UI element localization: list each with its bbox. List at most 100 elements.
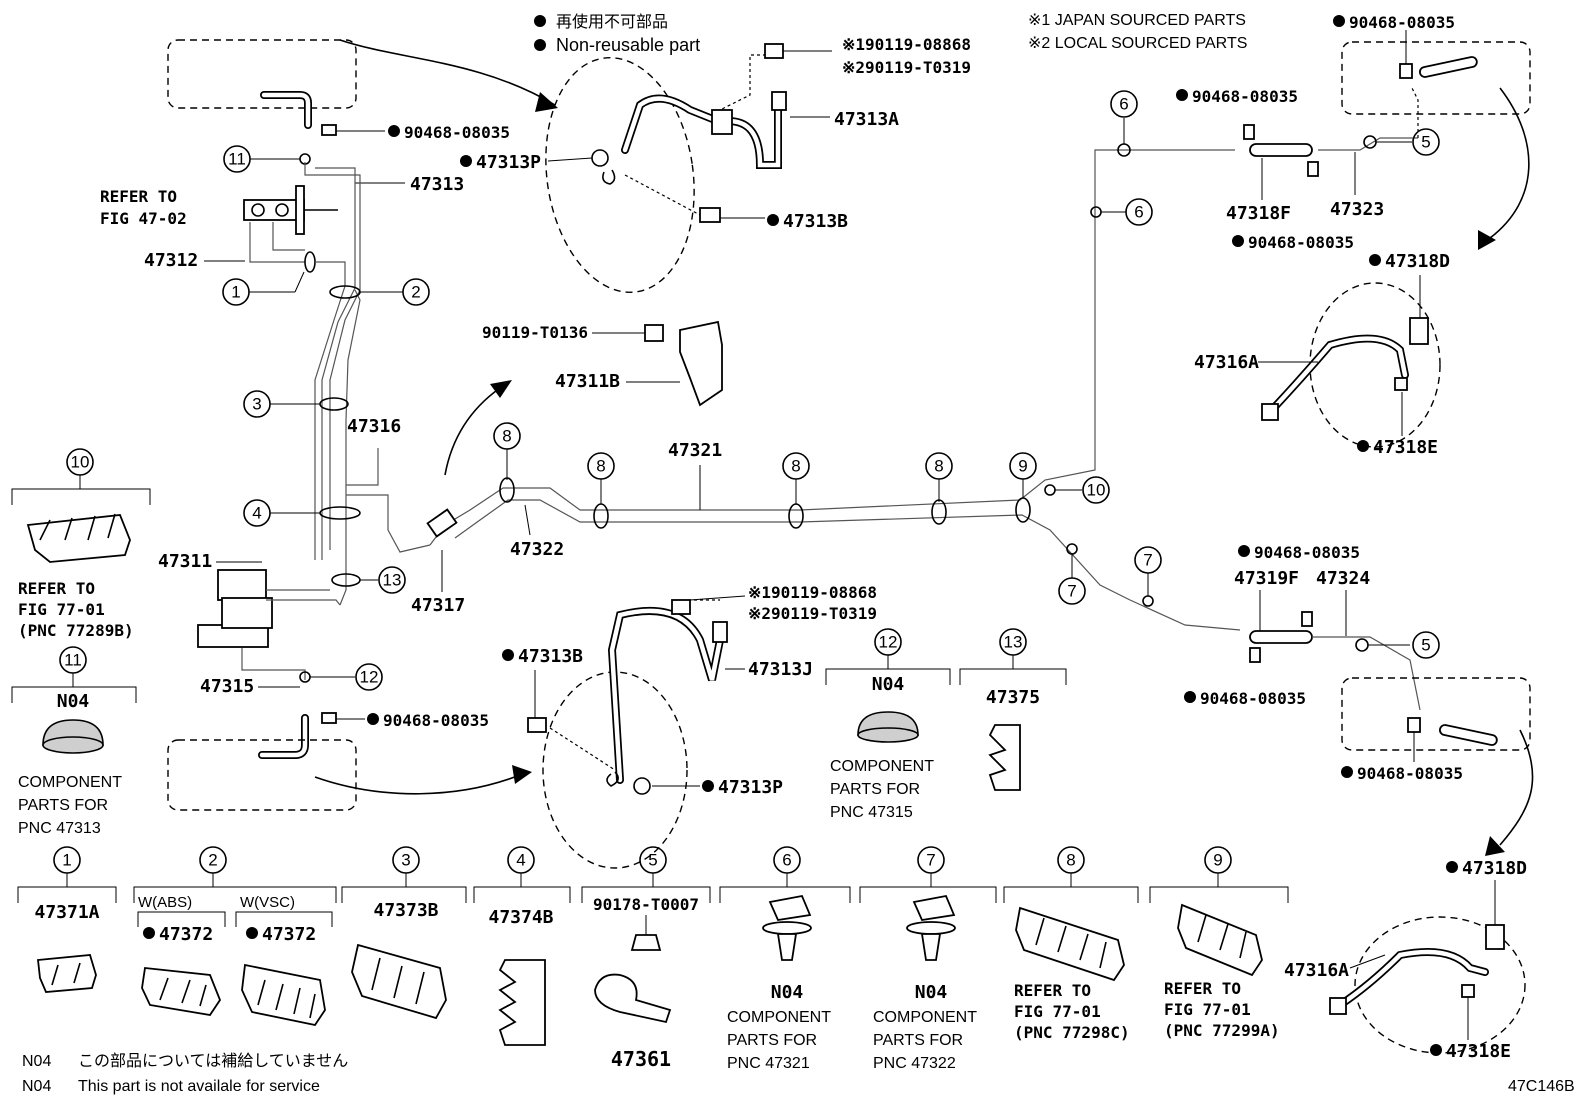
nonreusable-bullet-icon <box>388 125 400 137</box>
svg-text:7: 7 <box>926 851 935 870</box>
svg-text:(PNC 77289B): (PNC 77289B) <box>18 621 134 640</box>
label-47316A: 47316A <box>1284 960 1349 981</box>
callout-7 <box>1134 546 1162 574</box>
svg-text:PARTS FOR: PARTS FOR <box>873 1032 963 1049</box>
svg-text:PARTS FOR: PARTS FOR <box>830 781 920 798</box>
pipe-clamp-icon <box>141 967 222 1016</box>
bracket-47311B: 90119-T0136 47311B <box>444 320 723 476</box>
label-ref1-a: ※190119-08868 <box>842 35 971 54</box>
union-icon <box>426 508 458 538</box>
brake-hose-icon <box>1266 334 1409 416</box>
svg-text:8: 8 <box>502 427 511 446</box>
legend-nonreusable-jp: 再使用不可部品 <box>556 13 668 31</box>
svg-text:FIG 77-01: FIG 77-01 <box>18 600 105 619</box>
bracket-icon <box>679 320 723 407</box>
label-47318E: 47318E <box>1446 1041 1511 1062</box>
box-2: 2 W(ABS) W(VSC) 47372 47372 <box>133 846 337 1027</box>
svg-text:1: 1 <box>62 851 71 870</box>
svg-text:12: 12 <box>360 668 379 687</box>
detail-frame <box>167 39 357 109</box>
detail-arrow-icon <box>339 39 556 106</box>
footnote-jp: この部品については補給していません <box>78 1052 348 1070</box>
label-clip-90468: 90468-08035 <box>1200 689 1306 708</box>
bullet-icon <box>534 15 546 27</box>
footnote-code: N04 <box>22 1053 51 1070</box>
box-4: 4 47374B <box>473 846 571 1046</box>
master-cylinder-icon <box>243 199 305 221</box>
gasket-icon <box>1461 984 1475 998</box>
pipe-clamp-icon <box>37 954 97 993</box>
svg-text:9: 9 <box>1213 851 1222 870</box>
push-clip-icon <box>768 894 812 921</box>
callout-12 <box>355 663 383 691</box>
label-ref2-b: ※290119-T0319 <box>748 604 877 623</box>
box-2-w-abs: W(ABS) <box>138 894 192 911</box>
svg-text:11: 11 <box>64 651 82 670</box>
label-ref2-a: ※190119-08868 <box>748 583 877 602</box>
box-2-part-vsc: 47372 <box>262 924 316 945</box>
label-47313A: 47313A <box>834 109 899 130</box>
box-13: 13 47375 <box>959 628 1067 791</box>
label-clip-90468: 90468-08035 <box>1248 233 1354 252</box>
svg-text:10: 10 <box>1087 481 1106 500</box>
detail-frame <box>1341 677 1531 751</box>
label-47311B: 47311B <box>555 371 620 392</box>
union-bolt-icon <box>1485 924 1505 950</box>
brake-hose-icon <box>607 606 724 784</box>
footnote-en: This part is not availale for service <box>78 1078 320 1095</box>
box-13-part: 47375 <box>986 687 1040 708</box>
clamp-icon <box>594 973 672 1024</box>
svg-text:PNC 47322: PNC 47322 <box>873 1055 956 1072</box>
box-5-nut: 90178-T0007 <box>593 895 699 914</box>
svg-text:13: 13 <box>383 571 402 590</box>
box-5-part: 47361 <box>611 1047 671 1071</box>
bolt-icon <box>671 599 691 615</box>
box-7: 7 N04 COMPONENT PARTS FOR PNC 47322 <box>859 846 997 1072</box>
box-6-code: N04 <box>771 982 804 1003</box>
label-47322: 47322 <box>510 539 564 560</box>
svg-text:PNC 47313: PNC 47313 <box>18 820 101 837</box>
label-47318E: 47318E <box>1373 437 1438 458</box>
rear-right-upper: 90468-08035 47318F 47323 90468-08035 5 9… <box>1176 13 1531 252</box>
clip-icon <box>1301 611 1313 627</box>
svg-text:REFER TO: REFER TO <box>18 579 95 598</box>
label-47318D: 47318D <box>1385 251 1450 272</box>
detail-frame <box>1341 41 1531 115</box>
label-47316A: 47316A <box>1194 352 1259 373</box>
svg-text:6: 6 <box>1119 95 1128 114</box>
flex-hose-icon <box>1249 630 1313 644</box>
bolt-icon <box>764 43 784 59</box>
clip-icon <box>1243 124 1255 140</box>
svg-text:9: 9 <box>1018 457 1027 476</box>
box-3-part: 47373B <box>373 900 438 921</box>
label-47313B: 47313B <box>518 646 583 667</box>
box-8: 8 REFER TO FIG 77-01 (PNC 77298C) <box>1003 846 1139 1042</box>
label-47313P: 47313P <box>718 777 783 798</box>
clip-icon <box>321 124 337 136</box>
detail-frame <box>167 739 357 811</box>
svg-text:FIG 77-01: FIG 77-01 <box>1014 1002 1101 1021</box>
svg-text:8: 8 <box>934 457 943 476</box>
clip-icon <box>321 712 337 724</box>
callout-11-text: 11 <box>228 150 246 169</box>
box-9: 9 REFER TO FIG 77-01 (PNC 77299A) <box>1149 846 1289 1040</box>
svg-text:5: 5 <box>1421 133 1430 152</box>
label-47313P: 47313P <box>476 152 541 173</box>
legend-nonreusable-en: Non-reusable part <box>556 35 700 55</box>
rear-brake-line: 47317 47322 47321 8 8 8 8 9 10 6 <box>411 90 1241 631</box>
pipe-clamp-icon <box>351 943 447 1020</box>
svg-text:COMPONENT: COMPONENT <box>873 1009 977 1026</box>
svg-text:7: 7 <box>1143 551 1152 570</box>
clip-icon <box>1249 647 1261 663</box>
clip-icon <box>1399 63 1413 79</box>
svg-text:COMPONENT: COMPONENT <box>727 1009 831 1026</box>
detail-ellipse <box>545 57 695 293</box>
label-47323: 47323 <box>1330 199 1384 220</box>
label-47316: 47316 <box>347 416 401 437</box>
svg-text:PNC 47321: PNC 47321 <box>727 1055 810 1072</box>
svg-text:COMPONENT: COMPONENT <box>18 774 122 791</box>
box-1: 1 47371A <box>17 846 117 993</box>
abs-actuator-icon <box>217 569 267 601</box>
svg-text:4: 4 <box>516 851 525 870</box>
